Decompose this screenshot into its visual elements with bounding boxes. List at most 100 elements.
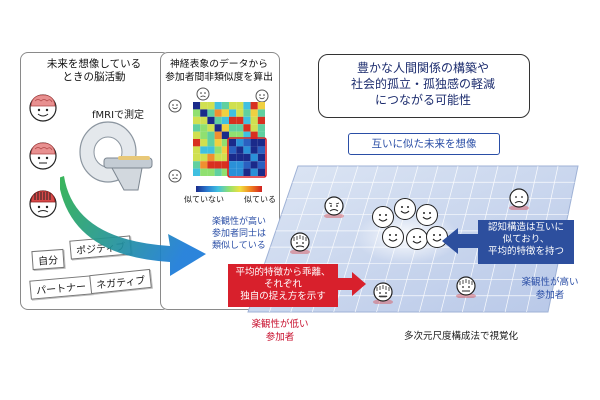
matrix-cell [221, 139, 229, 147]
matrix-cell [207, 161, 215, 169]
matrix-cell [257, 161, 265, 169]
matrix-cell [214, 109, 222, 117]
matrix-cell [207, 102, 215, 110]
sad-face-icon [323, 196, 345, 219]
matrix-cell [207, 116, 215, 125]
matrix-cell [229, 168, 237, 176]
happy-face-icon [372, 206, 394, 228]
matrix-cell [243, 124, 251, 132]
matrix-cell [200, 168, 208, 176]
matrix-cell [257, 124, 265, 132]
matrix-cell [200, 109, 208, 117]
matrix-cell [229, 116, 237, 125]
matrix-cell [250, 153, 258, 162]
matrix-cell [236, 146, 244, 154]
matrix-cell [200, 102, 208, 110]
optimist-cluster-highlight [227, 137, 267, 178]
happy-face-icon [416, 204, 438, 226]
matrix-cell [257, 102, 265, 110]
happy-cluster [354, 192, 460, 264]
matrix-cell [250, 124, 258, 132]
brain-face-3 [28, 188, 58, 218]
matrix-cell [229, 109, 237, 117]
matrix-cell [236, 161, 244, 169]
low-optimism-label: 楽観性が低い 参加者 [251, 319, 309, 343]
colorbar [196, 186, 262, 192]
matrix-cell [257, 109, 265, 117]
matrix-cell [193, 131, 201, 139]
matrix-cell [257, 139, 265, 147]
fmri-label: fMRIで測定 [92, 110, 145, 121]
matrix-cell [257, 116, 265, 125]
matrix-cell [207, 131, 215, 139]
matrix-cell [200, 139, 208, 147]
high-optimism-label: 楽観性が高い 参加者 [521, 277, 579, 301]
matrix-cell [221, 168, 229, 176]
matrix-cell [214, 168, 222, 176]
matrix-cell [257, 168, 265, 176]
headline-box [318, 54, 530, 118]
matrix-cell [193, 168, 201, 176]
matrix-cell [193, 139, 201, 147]
matrix-cell [221, 109, 229, 117]
matrix-cell [221, 116, 229, 125]
matrix-cell [243, 102, 251, 110]
matrix-cell [243, 153, 251, 162]
matrix-cell [200, 124, 208, 132]
matrix-cell [250, 131, 258, 139]
matrix-cell [214, 161, 222, 169]
matrix-cell [243, 116, 251, 125]
brain-face-1 [28, 92, 58, 122]
matrix-cell [221, 146, 229, 154]
matrix-cell [200, 146, 208, 154]
sad-face-icon [372, 282, 394, 305]
matrix-cell [236, 116, 244, 125]
happy-face-icon [382, 226, 404, 248]
matrix-cell [236, 102, 244, 110]
matrix-cell [229, 139, 237, 147]
matrix-cell [221, 161, 229, 169]
happy-face-icon [394, 198, 416, 220]
matrix-cell [221, 102, 229, 110]
colorbar-low-label: 似ていない [184, 195, 224, 204]
similarity-note: 楽観性が高い 参加者同士は 類似している [212, 217, 267, 251]
matrix-cell [243, 139, 251, 147]
neutral-face-icon [508, 188, 530, 211]
matrix-cell [250, 168, 258, 176]
matrix-cell [250, 139, 258, 147]
matrix-cell [236, 131, 244, 139]
matrix-cell [257, 153, 265, 162]
cognitive-callout-arrow [442, 228, 482, 254]
matrix-cell [200, 161, 208, 169]
matrix-cell [207, 139, 215, 147]
matrix-cell [207, 153, 215, 162]
matrix-cell [214, 124, 222, 132]
matrix-cell [243, 109, 251, 117]
matrix-cell [193, 102, 201, 110]
sad-face-icon [289, 232, 311, 255]
matrix-cell [207, 146, 215, 154]
matrix-cell [250, 146, 258, 154]
matrix-cell [193, 116, 201, 125]
curved-arrow [58, 170, 210, 280]
matrix-face-sad [168, 168, 182, 183]
matrix-cell [193, 124, 201, 132]
matrix-cell [207, 168, 215, 176]
matrix-cell [193, 146, 201, 154]
matrix-cell [207, 109, 215, 117]
matrix-cell [200, 131, 208, 139]
matrix-cell [193, 109, 201, 117]
matrix-cell [236, 109, 244, 117]
matrix-cell [200, 153, 208, 162]
matrix-panel-title: 神経表象のデータから 参加者間非類似度を算出 [165, 59, 273, 83]
matrix-cell [257, 131, 265, 139]
matrix-cell [200, 116, 208, 125]
matrix-cell [214, 116, 222, 125]
matrix-face-top-left [196, 86, 210, 101]
matrix-cell [193, 153, 201, 162]
matrix-cell [250, 161, 258, 169]
cluster-label: 互いに似た未来を想像 [348, 133, 500, 155]
matrix-cell [193, 161, 201, 169]
mri-scanner-icon [72, 118, 156, 198]
similarity-matrix [190, 100, 268, 180]
